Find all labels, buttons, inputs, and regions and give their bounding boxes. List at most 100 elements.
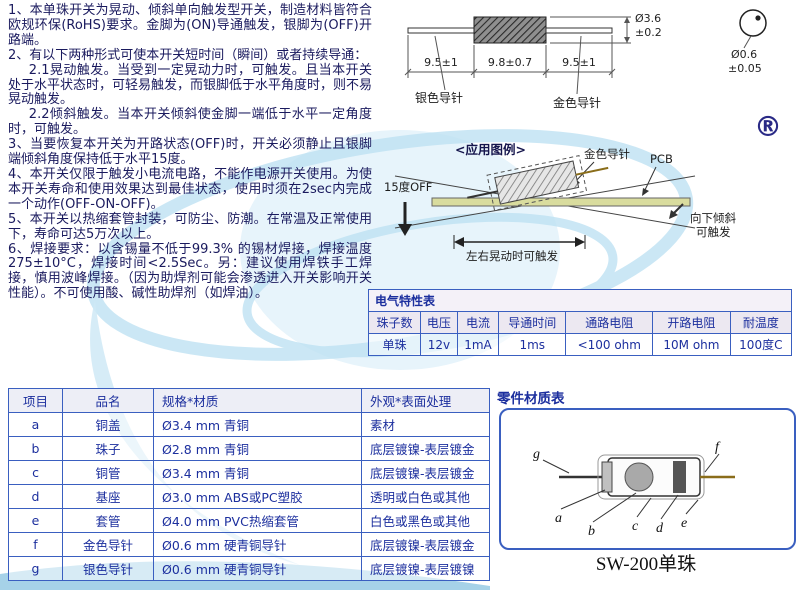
part-label-c: c — [632, 519, 639, 534]
parts-cell: Ø3.4 mm 青铜 — [153, 412, 362, 437]
arrowhead — [624, 37, 630, 43]
spec-paragraph-6: 6、焊接要求：以含锡量不低于99.3% 的锡材焊接，焊接温度275±10°C，焊… — [8, 241, 372, 302]
pcb-label: PCB — [650, 152, 673, 166]
electrical-value-off-resistance: 10M ohm — [652, 333, 731, 356]
parts-cell: Ø0.6 mm 硬青铜导针 — [153, 532, 362, 557]
gold-lead-label: 金色导针 — [553, 95, 601, 110]
leader-line — [643, 166, 657, 193]
electrical-header-off-resistance: 开路电阻 — [652, 311, 731, 334]
down-arrow-head — [398, 224, 412, 236]
parts-cell: 底层镀镍-表层镀金 — [361, 460, 490, 485]
leader-line — [576, 35, 582, 95]
parts-cell: 铜盖 — [62, 412, 154, 437]
parts-row-a: a 铜盖 Ø3.4 mm 青铜 素材 — [8, 412, 490, 437]
spec-paragraph-2-1: 2.1晃动触发。当受到一定晃动力时，可触发。且当本开关处于水平状态时，可轻易触发… — [8, 62, 373, 108]
electrical-title-row: 电气特性表 — [368, 289, 792, 312]
part-label-e: e — [681, 516, 687, 531]
spec-paragraph-4: 4、本开关仅限于触发小电流电路，不能作电源开关使用。为使本开关寿命和使用效果达到… — [8, 166, 372, 212]
electrical-header-on-resistance: 通路电阻 — [565, 311, 654, 334]
spec-paragraph-3: 3、当要恢复本开关为开路状态(OFF)时，开关必须静止且银脚端倾斜角度保持低于水… — [8, 137, 372, 168]
electrical-value-on-time: 1ms — [498, 333, 567, 356]
application-diagram: <应用图例> 金色导针 PCB 15度OFF 向下倾斜 可触发 左右晃动时可触发 — [384, 142, 736, 263]
part-label-b: b — [588, 524, 595, 539]
electrical-header-voltage: 电压 — [420, 311, 458, 334]
parts-cell: e — [8, 508, 63, 533]
part-label-d: d — [656, 521, 664, 536]
parts-header-name: 品名 — [62, 388, 154, 413]
base — [673, 461, 686, 493]
parts-cell: Ø3.4 mm 青铜 — [153, 460, 362, 485]
parts-header-finish: 外观*表面处理 — [361, 388, 490, 413]
part-label-a: a — [555, 511, 562, 526]
model-caption: SW-200单珠 — [595, 554, 697, 575]
parts-cell: 底层镀镍-表层镀镍 — [361, 556, 490, 581]
parts-row-c: c 铜管 Ø3.4 mm 青铜 底层镀镍-表层镀金 — [8, 460, 490, 485]
parts-cell: Ø2.8 mm 青铜 — [153, 436, 362, 461]
parts-row-b: b 珠子 Ø2.8 mm 青铜 底层镀镍-表层镀金 — [8, 436, 490, 461]
tilt-trigger-label-1: 向下倾斜 — [690, 211, 736, 225]
lead-cross-section — [739, 9, 767, 37]
parts-cell: a — [8, 412, 63, 437]
dim-body-diameter-tol: ±0.2 — [635, 26, 662, 39]
spec-paragraph-2-2: 2.2倾斜触发。当本开关倾斜使金脚一端低于水平一定角度时，可触发。 — [8, 107, 372, 138]
electrical-table-title: 电气特性表 — [368, 289, 792, 312]
parts-header-row: 项目 品名 规格*材质 外观*表面处理 — [8, 388, 490, 413]
switch-body — [473, 16, 547, 44]
electrical-header-temp: 耐温度 — [729, 311, 793, 334]
parts-cell: f — [8, 532, 63, 557]
arrowhead — [454, 237, 464, 247]
parts-table: 项目 品名 规格*材质 外观*表面处理 a 铜盖 Ø3.4 mm 青铜 素材 b… — [8, 388, 490, 581]
gold-lead-pin — [545, 27, 613, 34]
component-diagram-box: g f a b c d e — [499, 408, 796, 550]
parts-cell: 金色导针 — [62, 532, 154, 557]
electrical-header-row: 珠子数 电压 电流 导通时间 通路电阻 开路电阻 耐温度 — [367, 311, 793, 334]
tilted-switch — [467, 155, 609, 211]
arrowhead — [575, 237, 585, 247]
spec-paragraph-2: 2、有以下两种形式可使本开关短时间（瞬间）或者持续导通： — [8, 47, 368, 63]
electrical-data-row: 单珠 12v 1mA 1ms <100 ohm 10M ohm 100度C — [367, 333, 793, 356]
application-title: <应用图例> — [455, 142, 526, 157]
parts-cell: c — [8, 460, 63, 485]
leader-line — [434, 35, 446, 91]
lead-dot — [755, 15, 761, 21]
parts-cell: 银色导针 — [62, 556, 154, 581]
electrical-table: 电气特性表 珠子数 电压 电流 导通时间 通路电阻 开路电阻 耐温度 单珠 12… — [367, 289, 793, 356]
dimension-drawing: 9.5±1 9.8±0.7 9.5±1 Ø3.6 ±0.2 Ø0.6 ±0.05… — [404, 9, 767, 110]
leader-lines — [542, 453, 720, 523]
electrical-value-voltage: 12v — [420, 333, 458, 356]
dim-body: 9.8±0.7 — [488, 56, 532, 69]
tilt-trigger-label-2: 可触发 — [696, 225, 731, 239]
electrical-header-beads: 珠子数 — [367, 311, 422, 334]
part-label-f: f — [715, 440, 721, 455]
dim-lead-diameter-tol: ±0.05 — [728, 62, 762, 75]
leader-line — [743, 35, 752, 49]
parts-cell: 基座 — [62, 484, 154, 509]
electrical-header-on-time: 导通时间 — [498, 311, 567, 334]
parts-cell: 素材 — [361, 412, 490, 437]
parts-header-spec: 规格*材质 — [153, 388, 362, 413]
parts-cell: 底层镀镍-表层镀金 — [361, 436, 490, 461]
parts-cell: 珠子 — [62, 436, 154, 461]
parts-cell: b — [8, 436, 63, 461]
electrical-header-current: 电流 — [456, 311, 500, 334]
part-label-g: g — [533, 447, 540, 462]
spec-paragraph-5: 5、本开关以热缩套管封装，可防尘、防潮。在常温及正常使用下，寿命可达5万次以上。 — [8, 211, 372, 242]
arrowhead — [624, 17, 630, 23]
parts-cell: Ø4.0 mm PVC热缩套管 — [153, 508, 362, 533]
electrical-value-on-resistance: <100 ohm — [565, 333, 654, 356]
parts-row-f: f 金色导针 Ø0.6 mm 硬青铜导针 底层镀镍-表层镀金 — [8, 532, 490, 557]
parts-row-e: e 套管 Ø4.0 mm PVC热缩套管 白色或黑色或其他 — [8, 508, 490, 533]
parts-row-g: g 银色导针 Ø0.6 mm 硬青铜导针 底层镀镍-表层镀镍 — [8, 556, 490, 581]
electrical-value-temp: 100度C — [729, 333, 793, 356]
parts-header-item: 项目 — [8, 388, 63, 413]
tilt-arrow-head — [669, 210, 678, 219]
parts-cell: 铜管 — [62, 460, 154, 485]
copper-cap — [601, 461, 613, 493]
arrowhead — [642, 188, 649, 196]
copper-tube — [607, 457, 701, 497]
parts-cell: 底层镀镍-表层镀金 — [361, 532, 490, 557]
electrical-value-beads: 单珠 — [367, 333, 422, 356]
gold-lead-label: 金色导针 — [584, 147, 630, 161]
electrical-value-current: 1mA — [456, 333, 500, 356]
